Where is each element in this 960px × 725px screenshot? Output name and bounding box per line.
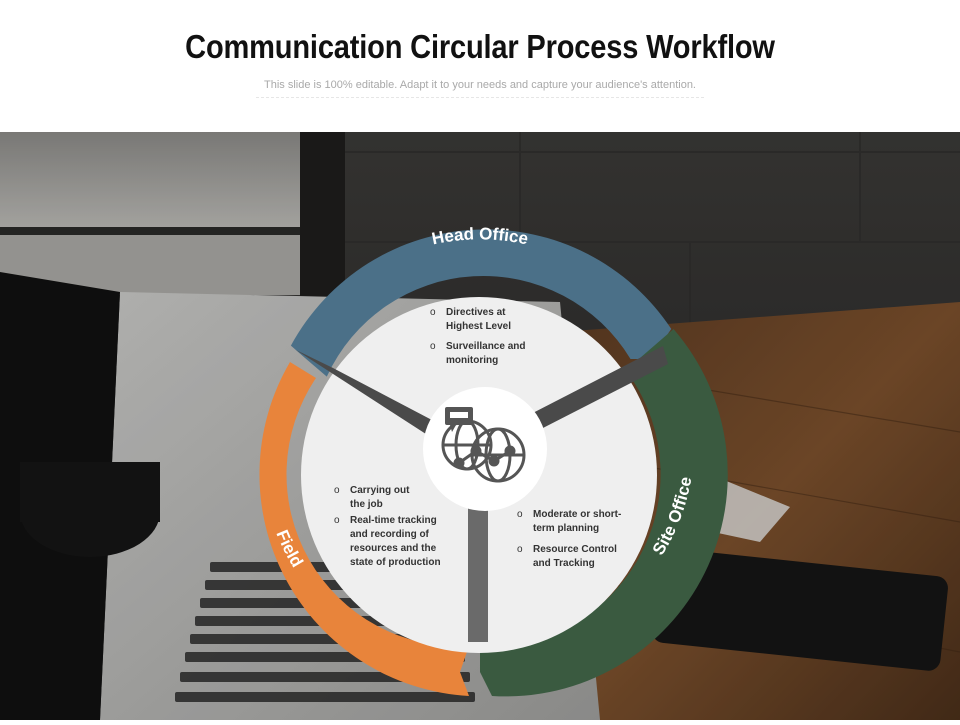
subtitle-divider xyxy=(256,97,704,98)
site-office-bullet-2: o Resource Control and Tracking xyxy=(517,543,617,571)
head-office-bullet-1: o Directives at Highest Level xyxy=(430,306,512,334)
bullet-text: Resource Control and Tracking xyxy=(533,544,617,569)
globe-network-chat-icon xyxy=(441,407,526,483)
site-office-bullet-1: o Moderate or short- term planning xyxy=(517,508,622,536)
bullet-text: Moderate or short- term planning xyxy=(533,509,622,534)
head-office-bullet-2: o Surveillance and monitoring xyxy=(430,340,526,368)
slide-header: Communication Circular Process Workflow … xyxy=(0,0,960,132)
bullet-marker: o xyxy=(517,509,523,520)
bullet-text: Directives at Highest Level xyxy=(446,307,512,332)
circular-workflow-diagram: Head Office Site Office Field o Directiv… xyxy=(0,132,960,720)
ring-segment-head-office xyxy=(290,229,672,377)
workflow-ring-svg: Head Office Site Office Field xyxy=(259,224,728,697)
slide-title: Communication Circular Process Workflow xyxy=(185,28,775,65)
bullet-text: Carrying out the job xyxy=(350,485,410,510)
bullet-marker: o xyxy=(517,544,523,555)
field-bullet-2: o Real-time tracking and recording of re… xyxy=(334,514,441,570)
ring-segment-field xyxy=(259,362,469,696)
bullet-marker: o xyxy=(334,515,340,526)
bullet-marker: o xyxy=(430,341,436,352)
slide-subtitle: This slide is 100% editable. Adapt it to… xyxy=(264,79,696,91)
bullet-text: Real-time tracking and recording of reso… xyxy=(350,515,441,568)
ring-segment-site-office xyxy=(480,329,728,697)
field-bullet-1: o Carrying out the job xyxy=(334,484,410,512)
bullet-marker: o xyxy=(334,485,340,496)
bullet-marker: o xyxy=(430,307,436,318)
bullet-text: Surveillance and monitoring xyxy=(446,341,526,366)
